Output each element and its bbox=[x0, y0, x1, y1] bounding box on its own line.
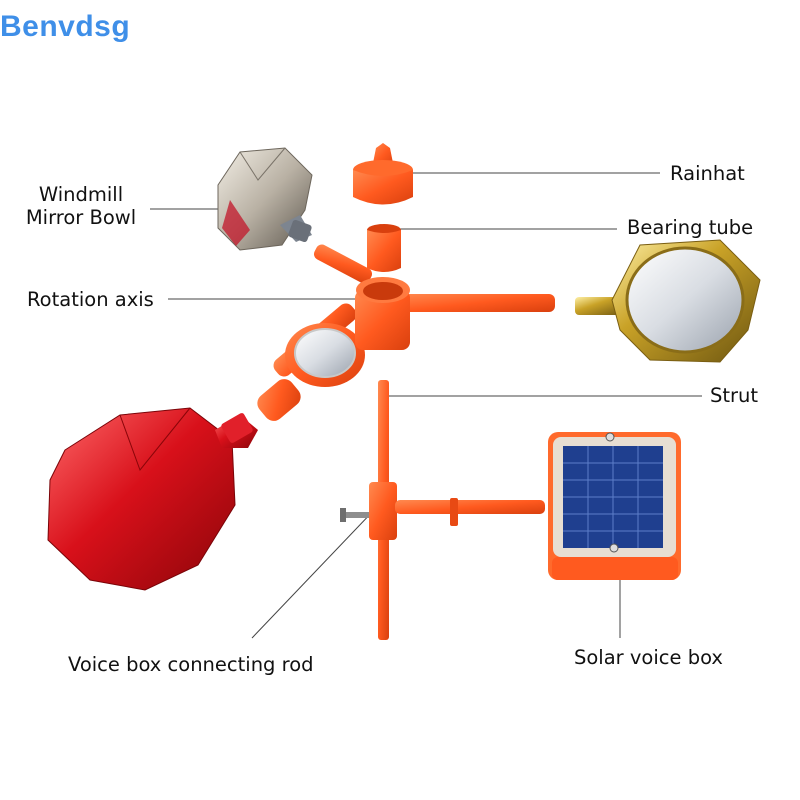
label-rainhat: Rainhat bbox=[670, 162, 745, 185]
label-bearing-tube: Bearing tube bbox=[627, 216, 754, 239]
silver-mirror-bowl bbox=[217, 147, 313, 251]
label-voice-box-rod: Voice box connecting rod bbox=[68, 653, 314, 676]
brand-watermark: Benvdsg bbox=[0, 10, 131, 43]
label-strut: Strut bbox=[710, 384, 759, 407]
leader-lines bbox=[150, 172, 702, 639]
leader-voice-box-rod bbox=[251, 507, 377, 639]
red-mirror-bowl bbox=[47, 407, 258, 591]
label-mirror-bowl: Windmill Mirror Bowl bbox=[18, 183, 144, 229]
label-solar-voice-box: Solar voice box bbox=[574, 646, 723, 669]
gold-mirror-bowl bbox=[575, 239, 761, 363]
label-mirror-bowl-line2: Mirror Bowl bbox=[25, 206, 137, 229]
strut-part bbox=[340, 380, 545, 640]
rotation-axis-part bbox=[257, 244, 555, 421]
rainhat-part bbox=[353, 143, 413, 205]
solar-voice-box-part bbox=[548, 432, 681, 580]
bearing-tube-part bbox=[367, 224, 401, 272]
label-rotation-axis: Rotation axis bbox=[27, 288, 154, 311]
label-mirror-bowl-line1: Windmill bbox=[38, 183, 124, 206]
